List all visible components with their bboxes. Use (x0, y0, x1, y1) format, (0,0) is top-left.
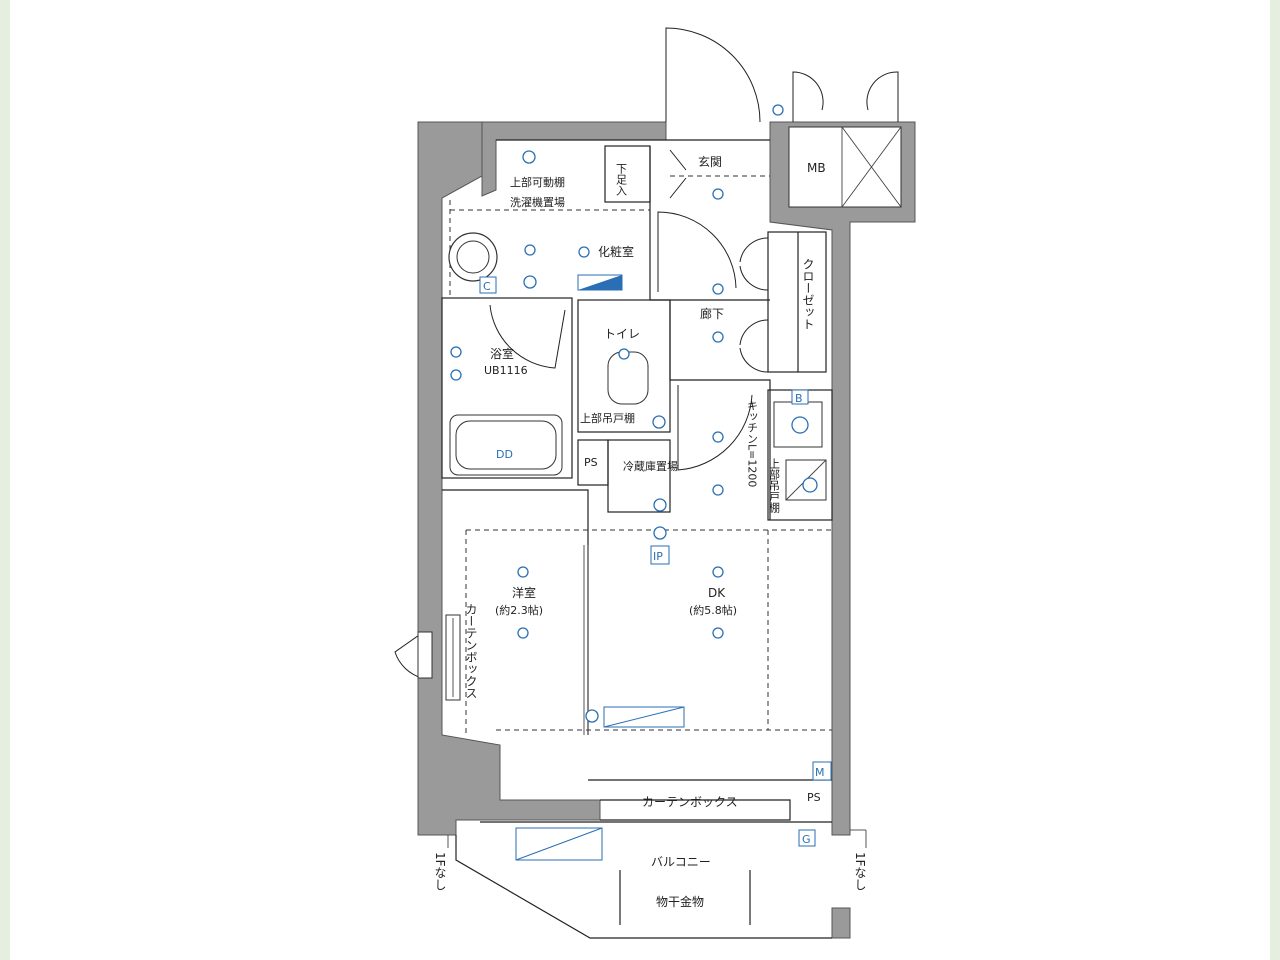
symbol-meter: M (815, 766, 825, 779)
symbol-conditioner: C (483, 280, 491, 293)
label-dk: DK (708, 586, 726, 600)
fixtures (448, 232, 827, 861)
label-western-size: (約2.3帖) (495, 603, 543, 617)
electrical-symbols (450, 104, 818, 723)
floor-plan: C IP M G B DD 玄関 下足入 化粧室 上部可動棚 洗濯機置場 浴室 … (394, 27, 916, 939)
leader-lines (447, 829, 867, 848)
label-bath-unit: UB1116 (484, 364, 528, 377)
label-ps-inner: PS (584, 456, 598, 469)
doors (394, 27, 899, 679)
symbol-boiler: B (795, 392, 803, 405)
label-entrance: 玄関 (698, 154, 722, 169)
label-fridge: 冷蔵庫置場 (623, 459, 678, 473)
dashed-lines (449, 175, 832, 735)
label-washer-space: 洗濯機置場 (510, 195, 565, 209)
label-western-room: 洋室 (512, 585, 536, 600)
label-kitchen-shelf: 上部吊戸棚 (768, 458, 781, 514)
label-no-1f-left: 1Fなし (433, 852, 447, 891)
mb-box (841, 126, 902, 208)
wall-pillar-right (831, 907, 851, 939)
label-powder-room: 化粧室 (598, 244, 634, 259)
label-ps-outer: PS (807, 791, 821, 804)
label-laundry-fixture: 物干金物 (656, 894, 704, 909)
label-balcony: バルコニー (651, 855, 711, 869)
wall-mb-inner (788, 126, 902, 208)
label-bath: 浴室 (490, 346, 514, 361)
symbol-dd: DD (496, 448, 513, 461)
label-hall: 廊下 (700, 306, 724, 321)
label-toilet: トイレ (604, 327, 640, 341)
label-closet: クローゼット (801, 258, 815, 330)
label-shoe-box: 下足入 (615, 163, 628, 196)
partitions (441, 139, 833, 939)
label-kitchen: キッチンL=1200 (746, 400, 759, 487)
windows (417, 545, 589, 735)
symbol-gas: G (802, 833, 811, 846)
symbol-boxes: C IP M G B DD (479, 276, 832, 847)
label-curtain-box-bottom: カーテンボックス (642, 795, 738, 809)
label-dk-size: (約5.8帖) (689, 603, 737, 617)
label-upper-cabinet: 上部可動棚 (510, 175, 565, 189)
wall-mb (769, 121, 916, 836)
label-mb: MB (807, 161, 826, 175)
label-curtain-box-side: カーテンボックス (464, 603, 478, 699)
label-toilet-shelf: 上部吊戸棚 (580, 411, 635, 425)
symbol-ip: IP (653, 550, 663, 563)
label-no-1f-right: 1Fなし (853, 852, 867, 891)
room-labels: 玄関 下足入 化粧室 上部可動棚 洗濯機置場 浴室 UB1116 トイレ 上部吊… (433, 154, 867, 909)
